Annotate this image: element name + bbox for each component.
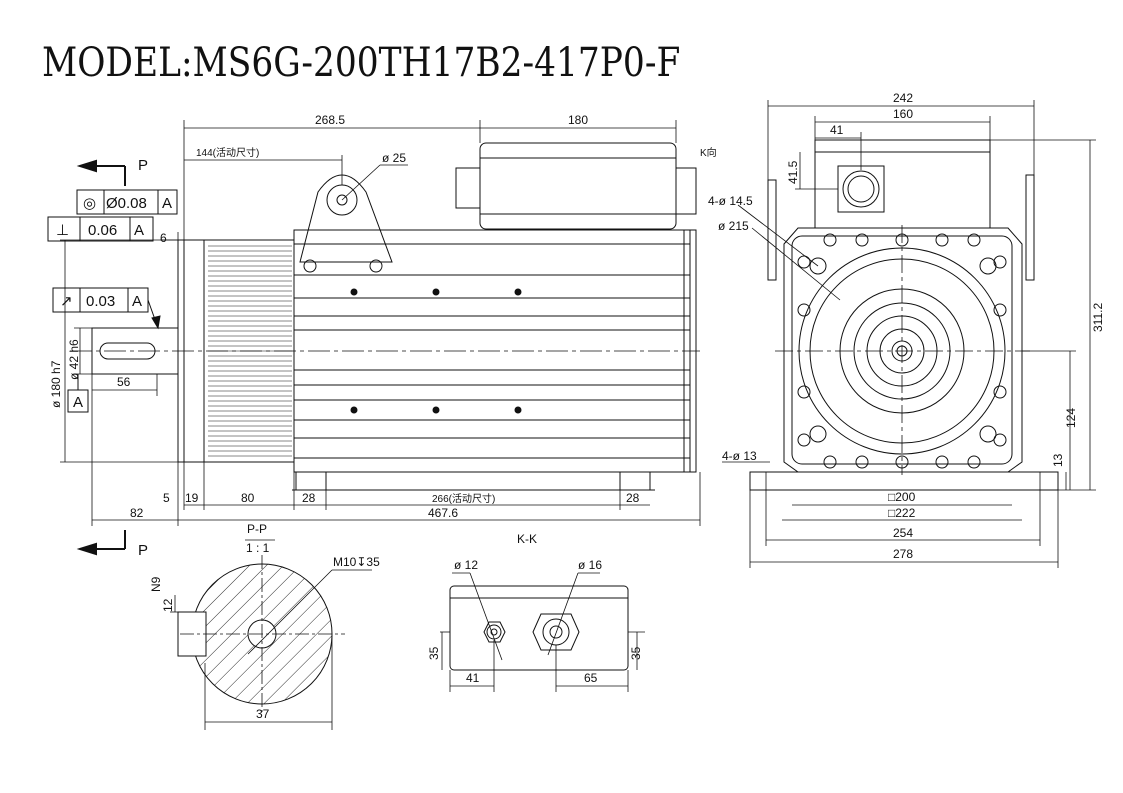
kk-view (440, 572, 645, 692)
dim-12-key: 12 (161, 598, 175, 612)
p-label-top: P (138, 157, 148, 174)
dim-278: 278 (893, 547, 913, 561)
perpendicularity-value: 0.06 (88, 222, 117, 239)
dim-6: 6 (160, 231, 167, 245)
runout-datum: A (132, 293, 142, 310)
dim-311-2: 311.2 (1091, 303, 1105, 332)
dim-56: 56 (117, 375, 131, 389)
dim-4-13: 4-ø 13 (722, 449, 757, 463)
foot-front (295, 471, 327, 491)
dim-n9: N9 (149, 576, 163, 592)
dim-266: 266(活动尺寸) (432, 492, 495, 505)
mount-hole-tl (809, 257, 827, 275)
dim-m10: M10↧35 (333, 555, 380, 569)
p-label-bottom: P (138, 542, 148, 559)
mount-hole-br (979, 425, 997, 443)
pp-section (170, 539, 372, 730)
dim-kk-65: 65 (584, 671, 598, 685)
concentricity-frame (76, 189, 178, 215)
dim-242: 242 (893, 91, 913, 105)
dim-kk-41: 41 (466, 671, 480, 685)
dim-kk-35a: 35 (427, 646, 441, 660)
dim-42h6: ø 42 h6 (67, 339, 81, 380)
dim-4-14-5: 4-ø 14.5 (708, 194, 753, 208)
dim-180h7: ø 180 h7 (49, 360, 63, 408)
mount-hole-tr (979, 257, 997, 275)
dim-215: ø 215 (718, 219, 749, 233)
dim-41-5: 41.5 (786, 160, 800, 184)
dim-28b: 28 (626, 491, 640, 505)
dim-254: 254 (893, 526, 913, 540)
k-view-label: K向 (700, 146, 717, 159)
terminal-box (479, 142, 677, 230)
dim-160: 160 (893, 107, 913, 121)
dim-80: 80 (241, 491, 255, 505)
lifting-eye (299, 174, 393, 263)
runout-value: 0.03 (86, 293, 115, 310)
datum-a-label: A (73, 394, 83, 411)
dim-200: □200 (888, 490, 916, 504)
dim-5: 5 (163, 491, 170, 505)
dim-28a: 28 (302, 491, 316, 505)
dim-19: 19 (185, 491, 199, 505)
p-section-arrows (76, 159, 126, 556)
mount-hole-bl (809, 425, 827, 443)
perpendicularity-icon: ⊥ (56, 222, 69, 239)
dim-41: 41 (830, 123, 844, 137)
pp-section-label: P-P (247, 522, 267, 536)
dim-82: 82 (130, 506, 144, 520)
front-terminal-box (814, 139, 991, 229)
kk-view-label: K-K (517, 532, 537, 546)
concentricity-value: Ø0.08 (106, 195, 147, 212)
front-housing (783, 227, 1023, 473)
side-view (70, 142, 700, 491)
dim-144: 144(活动尺寸) (196, 146, 259, 159)
runout-icon: ↗ (60, 293, 73, 310)
foot-rear (619, 471, 651, 491)
perpendicularity-frame (47, 216, 154, 242)
dim-kk-16: ø 16 (578, 558, 602, 572)
dim-268-5: 268.5 (315, 113, 345, 127)
gland-small (483, 621, 506, 643)
dim-222: □222 (888, 506, 916, 520)
front-dimension-lines (722, 100, 1096, 568)
dim-180: 180 (568, 113, 588, 127)
dim-25: ø 25 (382, 151, 406, 165)
dim-467-6: 467.6 (428, 506, 458, 520)
dim-kk-35b: 35 (629, 646, 643, 660)
dim-124: 124 (1064, 408, 1078, 428)
dim-kk-12: ø 12 (454, 558, 478, 572)
kk-box (449, 585, 629, 671)
side-dimension-lines (60, 120, 701, 526)
pp-scale-label: 1 : 1 (246, 541, 270, 555)
tolerance-frames (47, 189, 178, 413)
perpendicularity-datum: A (134, 222, 144, 239)
concentricity-datum: A (162, 195, 172, 212)
concentricity-icon: ◎ (83, 195, 96, 212)
gland-large (532, 613, 580, 651)
dim-13: 13 (1051, 453, 1065, 467)
front-base (749, 471, 1059, 491)
drawing-title: MODEL:MS6G-200TH17B2-417P0-F (42, 40, 681, 86)
dim-37: 37 (256, 707, 270, 721)
front-view (749, 139, 1059, 491)
